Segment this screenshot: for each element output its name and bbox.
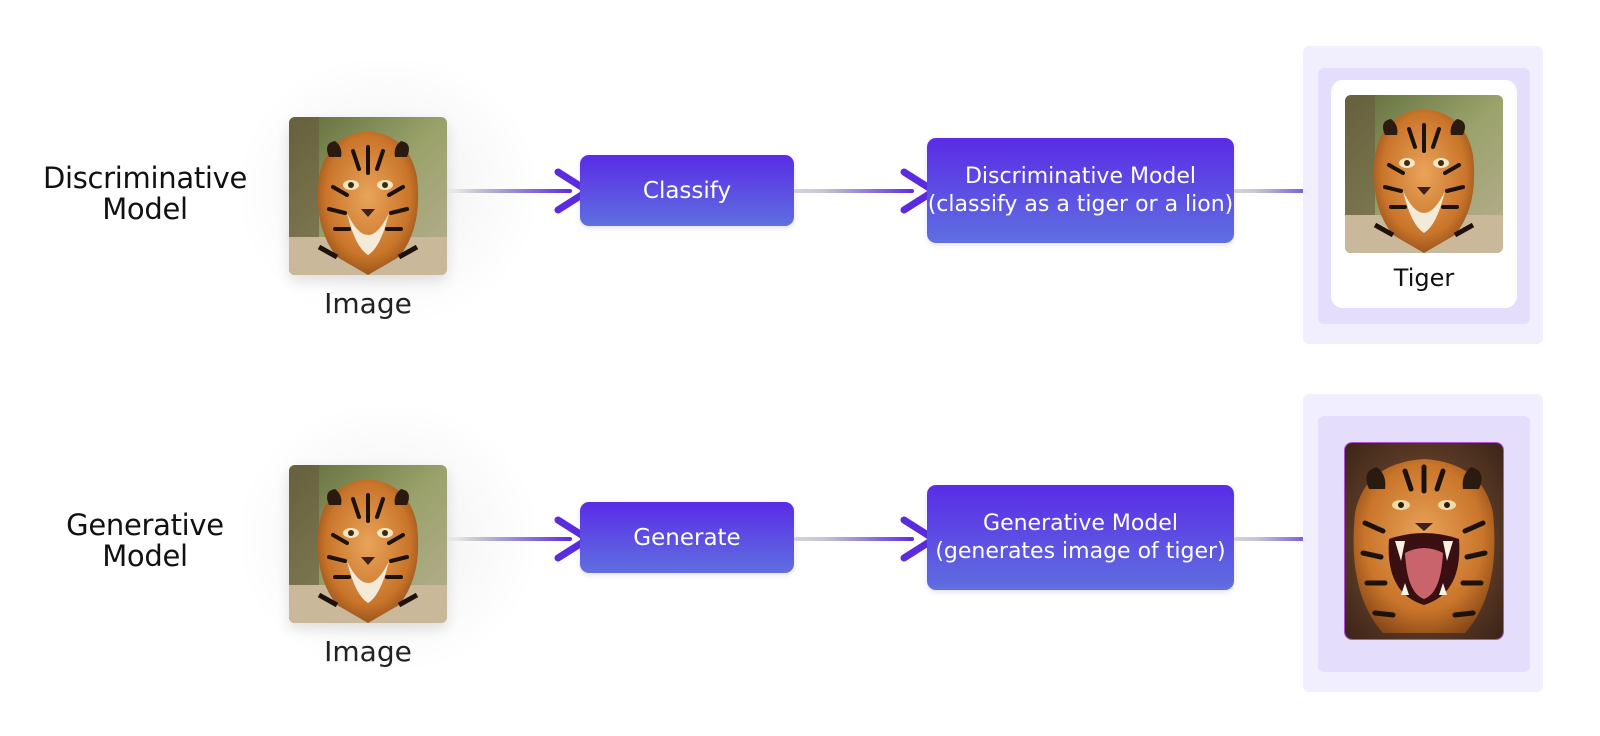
input-image: [289, 117, 447, 275]
tiger-photo-icon: [289, 117, 447, 275]
connector-line: [1234, 537, 1326, 541]
result-label: Tiger: [1393, 264, 1455, 292]
connector-line: [1234, 189, 1326, 193]
row-label: Discriminative Model: [40, 163, 250, 225]
connector-line: [794, 189, 914, 193]
connector-line: [794, 537, 914, 541]
input-image: [289, 465, 447, 623]
model-title: Generative Model: [983, 510, 1178, 536]
connector-line: [446, 537, 572, 541]
discriminative-model-box: Discriminative Model (classify as a tige…: [927, 138, 1234, 243]
generate-step-label: Generate: [633, 524, 741, 551]
generative-model-box: Generative Model (generates image of tig…: [927, 485, 1234, 590]
row-label-line2: Model: [102, 539, 188, 573]
row-label-line1: Discriminative: [42, 161, 248, 195]
row-label: Generative Model: [40, 510, 250, 572]
classify-step-label: Classify: [642, 177, 732, 204]
generated-image: [1344, 442, 1504, 640]
tiger-photo-icon: [289, 465, 447, 623]
roaring-tiger-photo-icon: [1345, 443, 1503, 639]
model-subtitle: (generates image of tiger): [935, 538, 1226, 564]
row-label-line2: Model: [102, 192, 188, 226]
result-image: [1345, 95, 1503, 253]
tiger-photo-icon: [1345, 95, 1503, 253]
input-image-caption: Image: [324, 287, 412, 320]
model-subtitle: (classify as a tiger or a lion): [927, 191, 1234, 217]
input-image-caption: Image: [324, 635, 412, 668]
model-title: Discriminative Model: [964, 163, 1197, 189]
classify-step-box: Classify: [580, 155, 794, 226]
connector-line: [446, 189, 572, 193]
row-label-line1: Generative: [66, 508, 224, 542]
generate-step-box: Generate: [580, 502, 794, 573]
